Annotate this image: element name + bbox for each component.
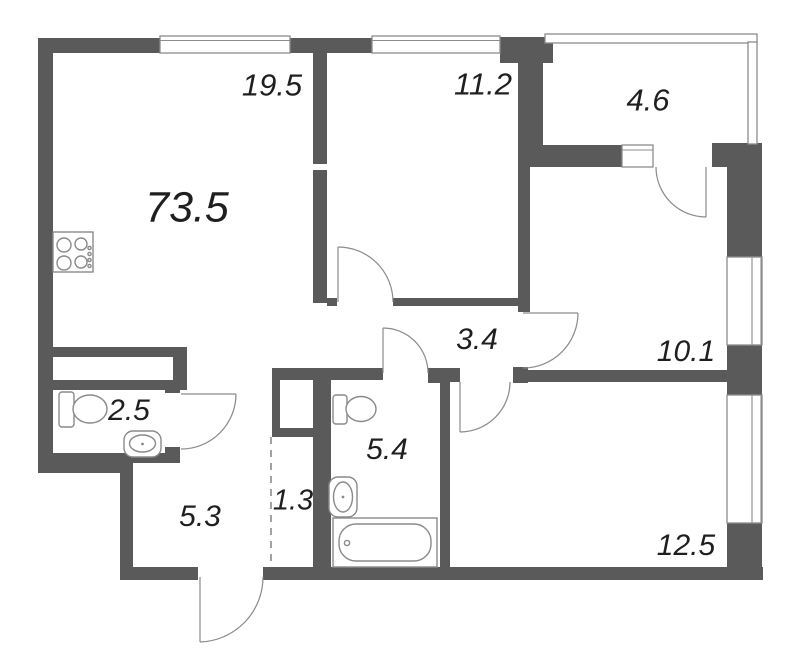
balcony-door <box>655 166 707 218</box>
room-label-total: 73.5 <box>145 183 229 232</box>
room-label-wc: 2.5 <box>108 394 150 427</box>
room-12-window <box>726 394 763 524</box>
bedroom-window <box>371 35 501 54</box>
balcony-inner-window <box>621 144 654 168</box>
stove-icon <box>52 231 94 273</box>
doors <box>180 166 707 643</box>
room-label-room-upper: 10.1 <box>656 335 716 368</box>
bedroom-door <box>337 246 394 303</box>
bathtub-icon <box>332 517 438 568</box>
room-label-bathroom: 5.4 <box>366 433 408 466</box>
walls <box>38 37 763 580</box>
room-10-hall-door <box>522 312 579 369</box>
balcony-glazing <box>544 33 758 145</box>
toilet-icon <box>58 391 108 428</box>
fixtures <box>52 231 438 568</box>
room-10-window <box>726 256 763 346</box>
room-label-bedroom: 11.2 <box>453 66 513 102</box>
room-label-hallway: 3.4 <box>456 323 498 356</box>
room-label-wardrobe: 1.3 <box>272 484 314 517</box>
room-label-living: 19.5 <box>241 67 303 103</box>
sink-icon <box>328 476 358 518</box>
living-window <box>159 35 291 54</box>
bathroom-door <box>382 327 429 374</box>
sink-icon <box>123 430 162 458</box>
room-label-entry-hall: 5.3 <box>179 500 221 533</box>
room-label-room-lower: 12.5 <box>656 529 716 562</box>
windows <box>159 33 763 524</box>
entrance-door <box>199 576 264 643</box>
room-label-balcony: 4.6 <box>626 82 670 118</box>
wc-door <box>180 393 237 450</box>
room-12-door <box>459 381 511 433</box>
toilet-icon <box>332 394 377 425</box>
